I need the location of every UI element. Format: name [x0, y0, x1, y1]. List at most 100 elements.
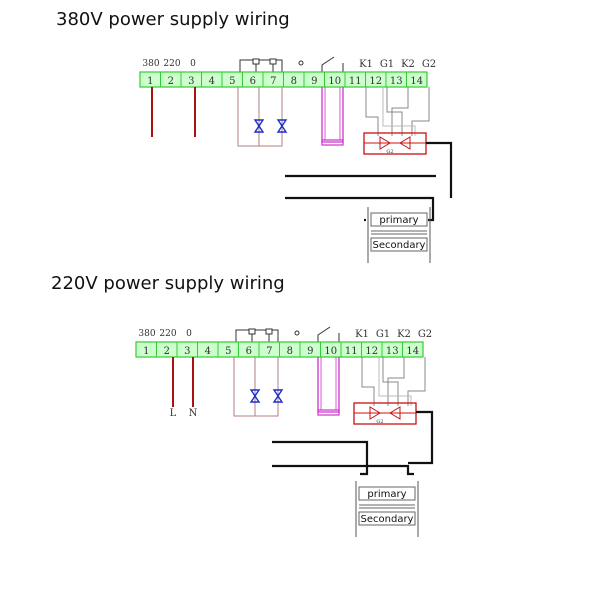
- terminal-14: 14: [406, 346, 419, 357]
- label-secondary: Secondary: [373, 240, 426, 251]
- label-0: 0: [186, 329, 192, 339]
- terminal-10: 10: [328, 76, 341, 87]
- k1-wire: [365, 87, 379, 136]
- g1-wire: [386, 87, 403, 136]
- transformer-secondary: [370, 237, 428, 252]
- title-220v-wiring: 220V power supply wiring: [51, 273, 285, 294]
- k2-wire: [391, 87, 409, 136]
- switch-icon: [317, 326, 331, 342]
- terminal-8: 8: [291, 76, 297, 87]
- terminal-8: 8: [287, 346, 293, 357]
- relay-coil-icon: [248, 328, 256, 335]
- terminal-9: 9: [311, 76, 317, 87]
- terminal-12: 12: [369, 76, 382, 87]
- scr-thyristor-icon: [379, 136, 391, 150]
- valve-icon: [253, 119, 265, 128]
- label-g2: G2: [422, 59, 436, 70]
- label-g1: G1: [376, 329, 390, 340]
- coil-loop: [321, 87, 344, 143]
- scr-thyristor-icon: [369, 406, 381, 420]
- label-k1: K1: [359, 59, 373, 70]
- terminal-13: 13: [390, 76, 403, 87]
- k2-wire: [387, 357, 405, 406]
- label-primary: primary: [367, 489, 406, 500]
- label-g1: G1: [380, 59, 394, 70]
- label-380: 380: [138, 329, 155, 339]
- fuse-icon: [294, 330, 300, 336]
- label-secondary: Secondary: [361, 514, 414, 525]
- label-k2: K2: [401, 59, 415, 70]
- label-primary: primary: [379, 215, 418, 226]
- label-g2: G2: [418, 329, 432, 340]
- aux-wire: [378, 357, 412, 406]
- terminal-1: 1: [143, 346, 149, 357]
- label-neutral: N: [189, 408, 198, 419]
- terminal-7: 7: [266, 346, 272, 357]
- aux-wire: [382, 87, 416, 136]
- coil-icon: [317, 409, 340, 416]
- label-k1: K1: [355, 329, 369, 340]
- terminal-13: 13: [386, 346, 399, 357]
- title-380v-wiring: 380V power supply wiring: [56, 9, 290, 30]
- relay-coil-icon: [269, 58, 277, 65]
- label-220: 220: [163, 59, 180, 69]
- valve-icon: [276, 119, 288, 128]
- scr-thyristor-icon: [389, 406, 401, 420]
- terminal-1: 1: [147, 76, 153, 87]
- load-wire: [426, 141, 453, 198]
- transformer-primary: [370, 212, 428, 227]
- transformer-secondary: [358, 511, 416, 526]
- valve-icon: [272, 389, 284, 398]
- terminal-3: 3: [184, 346, 190, 357]
- scr-label: G2: [386, 149, 393, 155]
- valve-icon: [249, 394, 261, 403]
- k1-wire: [361, 357, 375, 406]
- terminal-9: 9: [307, 346, 313, 357]
- terminal-10: 10: [324, 346, 337, 357]
- g1-wire: [382, 357, 399, 406]
- valve-icon: [272, 394, 284, 403]
- terminal-3: 3: [188, 76, 194, 87]
- terminal-6: 6: [250, 76, 256, 87]
- valve-loop: [237, 87, 283, 147]
- terminal-11: 11: [345, 346, 358, 357]
- terminal-2: 2: [168, 76, 174, 87]
- relay-bracket: [235, 329, 279, 342]
- load-wire: [408, 410, 434, 465]
- terminal-4: 4: [205, 346, 211, 357]
- load-wire: [272, 440, 369, 476]
- coil-loop-inner: [320, 357, 337, 411]
- terminal-11: 11: [349, 76, 362, 87]
- label-live: L: [170, 408, 177, 419]
- terminal-5: 5: [225, 346, 231, 357]
- load-wire: [272, 464, 414, 476]
- relay-bracket: [239, 59, 283, 72]
- relay-coil-icon: [265, 328, 273, 335]
- coil-loop-inner: [324, 87, 341, 141]
- terminal-12: 12: [365, 346, 378, 357]
- valve-icon: [249, 389, 261, 398]
- valve-icon: [276, 124, 288, 133]
- scr-thyristor-icon: [399, 136, 411, 150]
- label-0: 0: [190, 59, 196, 69]
- scr-label: G2: [376, 419, 383, 425]
- coil-loop: [317, 357, 340, 413]
- valve-icon: [253, 124, 265, 133]
- relay-coil-icon: [252, 58, 260, 65]
- g2-wire: [411, 87, 430, 136]
- transformer-primary: [358, 486, 416, 501]
- terminal-7: 7: [270, 76, 276, 87]
- valve-loop: [233, 357, 279, 417]
- terminal-2: 2: [164, 346, 170, 357]
- g2-wire: [407, 357, 426, 406]
- terminal-4: 4: [209, 76, 215, 87]
- terminal-14: 14: [410, 76, 423, 87]
- terminal-6: 6: [246, 346, 252, 357]
- label-220: 220: [159, 329, 176, 339]
- fuse-icon: [298, 60, 304, 66]
- label-380: 380: [142, 59, 159, 69]
